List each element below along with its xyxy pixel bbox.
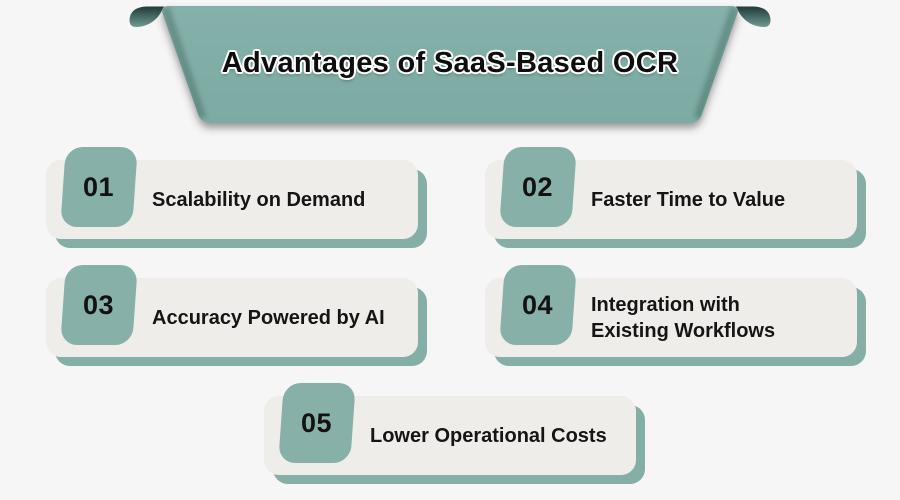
badge-number: 02: [522, 171, 554, 202]
banner-ribbon: Advantages of SaaS-Based OCR: [0, 0, 900, 160]
number-badge: 05: [278, 383, 356, 463]
number-badge: 03: [60, 265, 138, 345]
ribbon-left-curl: [129, 6, 164, 28]
card-title: Lower Operational Costs: [370, 424, 607, 447]
number-badge: 01: [60, 147, 138, 227]
advantage-card-01: 01 Scalability on Demand: [46, 147, 418, 239]
number-badge: 04: [499, 265, 577, 345]
card-title: Integration with Existing Workflows: [591, 293, 776, 342]
number-badge: 02: [499, 147, 577, 227]
ribbon-graphic: [129, 6, 771, 123]
badge-number: 04: [522, 289, 554, 320]
advantage-card-04: 04 Integration with Existing Workflows: [485, 265, 857, 357]
advantage-card-05: 05 Lower Operational Costs: [264, 383, 636, 475]
card-title: Faster Time to Value: [591, 188, 786, 211]
advantage-card-02: 02 Faster Time to Value: [485, 147, 857, 239]
badge-number: 03: [83, 289, 115, 320]
card-title: Accuracy Powered by AI: [152, 306, 385, 329]
ribbon-panel: [162, 6, 738, 123]
ribbon-right-curl: [736, 6, 771, 28]
badge-number: 05: [301, 407, 333, 438]
card-title: Scalability on Demand: [152, 188, 366, 211]
advantage-card-03: 03 Accuracy Powered by AI: [46, 265, 418, 357]
badge-number: 01: [83, 171, 115, 202]
page-title: Advantages of SaaS-Based OCR: [221, 47, 679, 79]
